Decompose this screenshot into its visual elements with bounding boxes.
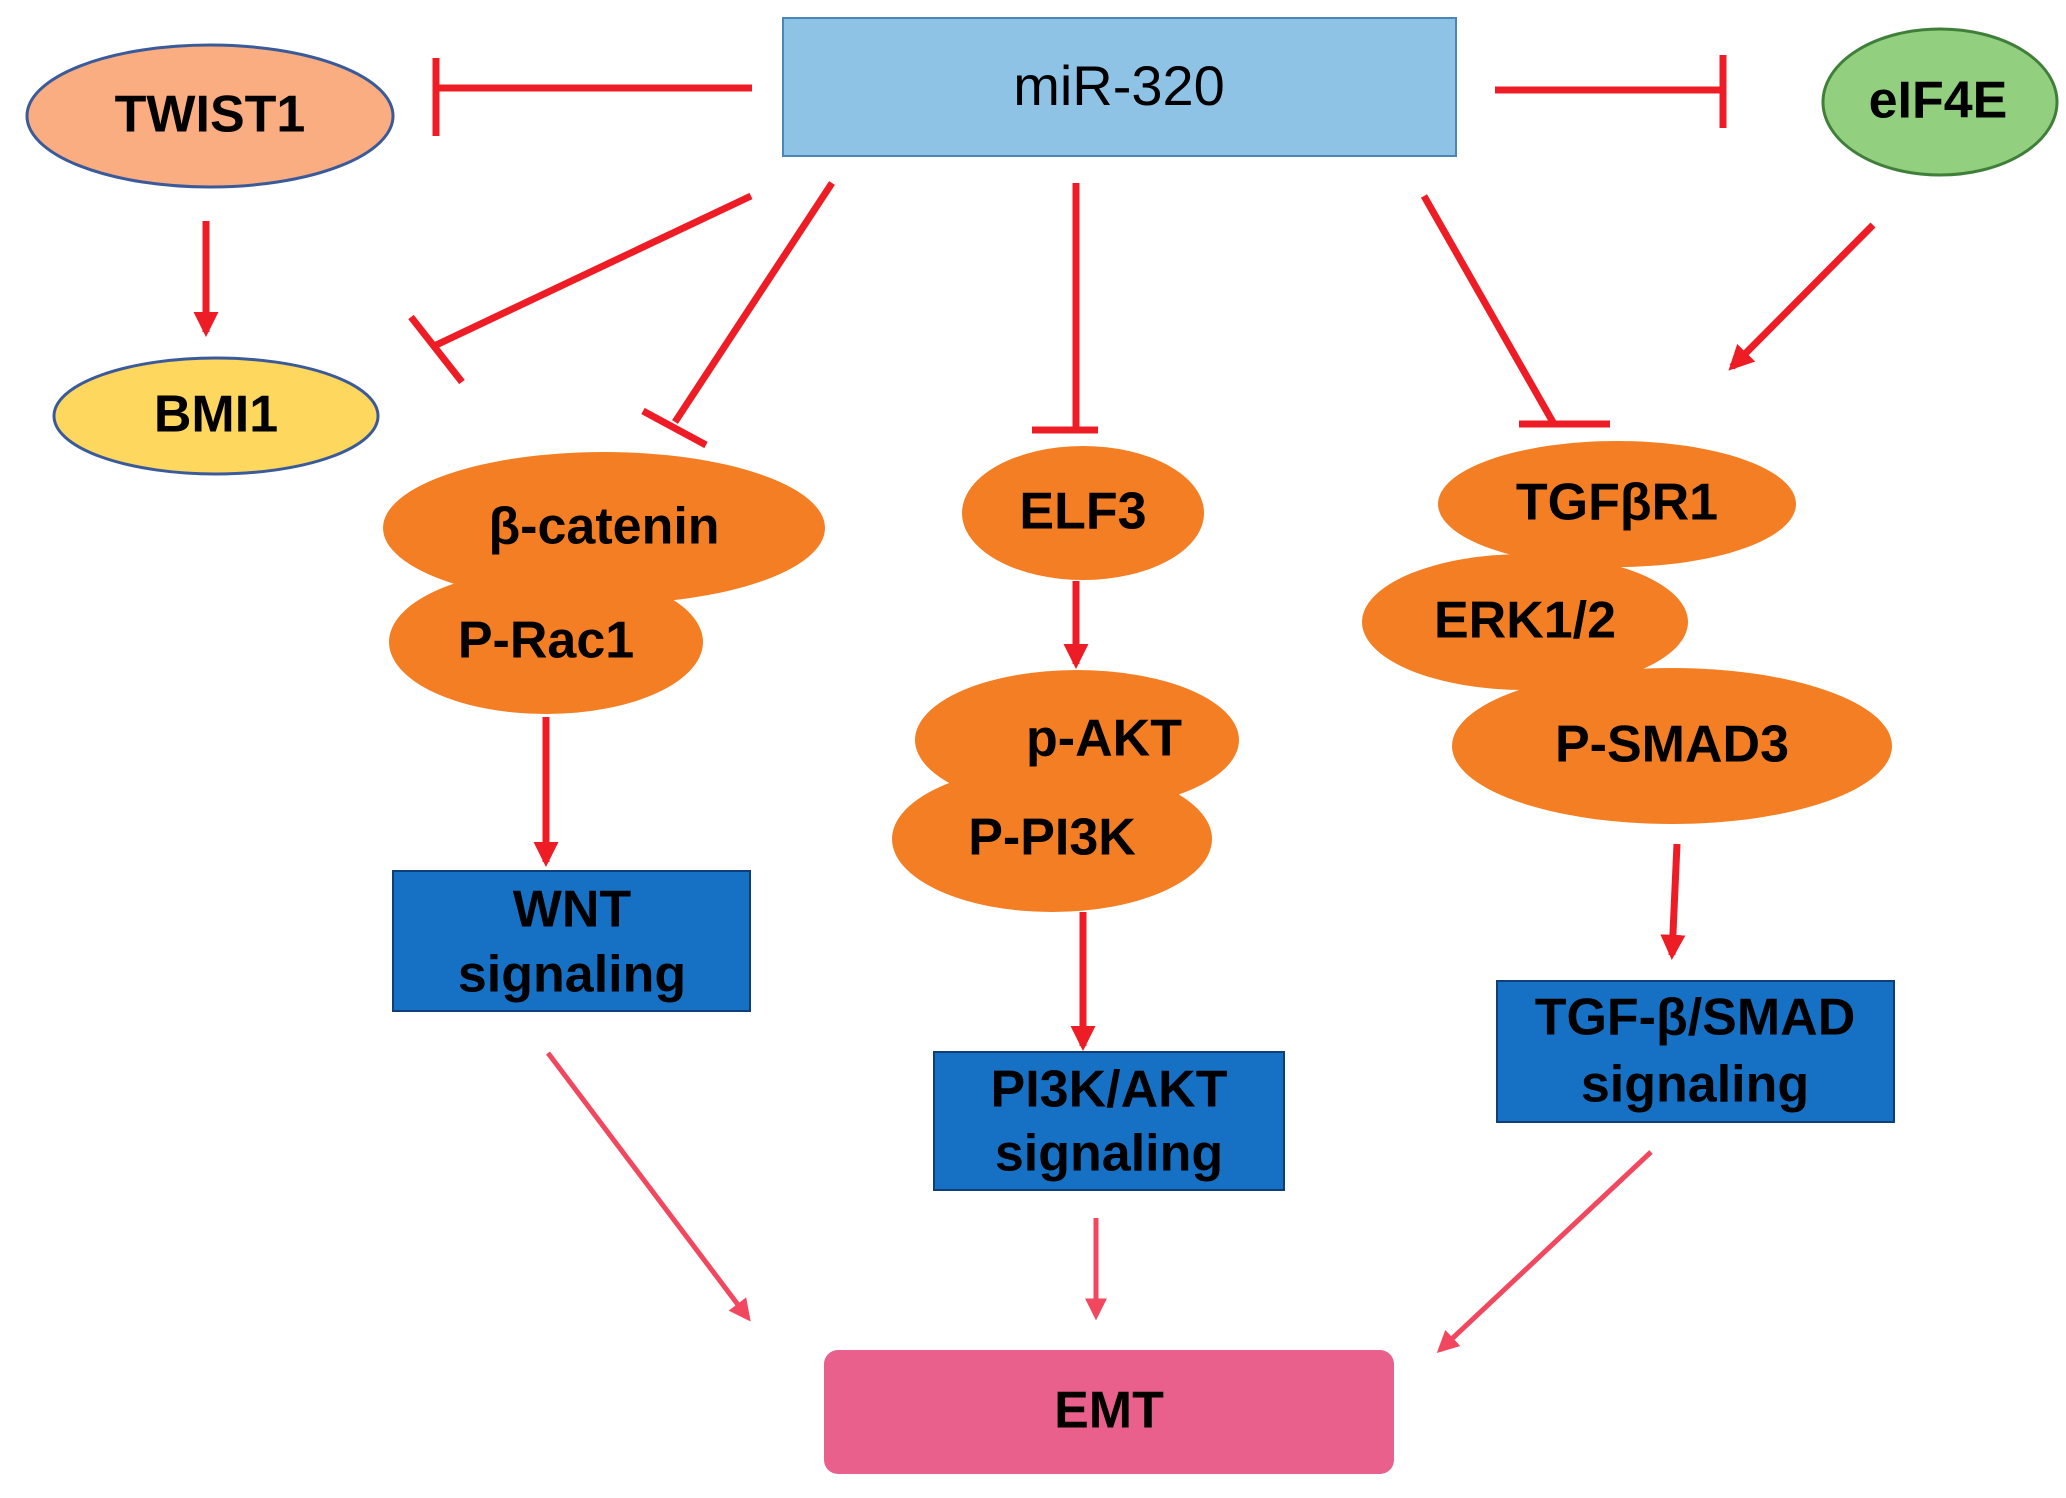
elf3-node: ELF3 (962, 446, 1204, 580)
beta-catenin-label: β-catenin (488, 498, 719, 556)
mir320-label: miR-320 (1013, 54, 1225, 117)
bmi1-label: BMI1 (154, 386, 278, 444)
beta-catenin-node: β-catenin (383, 452, 825, 604)
bmi1-ellipse (52, 356, 380, 476)
p-pi3k-label: P-PI3K (968, 809, 1136, 867)
edge-mir320-bmi1 (408, 192, 753, 385)
wnt-signaling-node: WNT signaling (392, 870, 751, 1012)
p-smad3-node: P-SMAD3 (1452, 668, 1892, 824)
emt-node: EMT (824, 1350, 1394, 1474)
edge-tgf-smad-emt (1436, 1150, 1653, 1354)
bmi1-node: BMI1 (52, 356, 380, 476)
tgfbr1-label: TGFβR1 (1516, 474, 1718, 532)
emt-box (824, 1350, 1394, 1474)
p-smad3-label: P-SMAD3 (1555, 716, 1789, 774)
mir320-box (782, 17, 1457, 157)
p-pi3k-ellipse (892, 766, 1212, 912)
twist1-node: TWIST1 (25, 43, 395, 189)
twist1-label: TWIST1 (115, 86, 306, 144)
p-rac1-label: P-Rac1 (458, 612, 634, 670)
twist1-ellipse (25, 43, 395, 189)
tgfbr1-node: TGFβR1 (1438, 441, 1796, 567)
pi3k-akt-signaling-label-line1: PI3K/AKT (991, 1061, 1228, 1119)
edge-mir320-elf3 (1032, 183, 1098, 434)
erk12-ellipse (1362, 554, 1688, 690)
wnt-signaling-box (392, 870, 751, 1012)
edge-mir320-eif4e (1495, 55, 1727, 128)
pi3k-akt-signaling-box (933, 1051, 1285, 1191)
wnt-signaling-label-line1: WNT (513, 881, 632, 939)
mir320-node: miR-320 (782, 17, 1457, 157)
beta-catenin-ellipse (383, 452, 825, 604)
elf3-ellipse (962, 446, 1204, 580)
edge-mir320-beta-catenin (641, 181, 835, 449)
edge-p-smad3-tgf-smad (1660, 843, 1686, 961)
p-rac1-ellipse (389, 570, 703, 714)
pi3k-akt-signaling-node: PI3K/AKT signaling (933, 1051, 1285, 1191)
tgf-smad-signaling-label-line2: signaling (1581, 1056, 1809, 1114)
p-akt-label: p-AKT (1026, 710, 1182, 768)
elf3-label: ELF3 (1019, 483, 1146, 541)
pi3k-akt-signaling-label-line2: signaling (995, 1125, 1223, 1183)
eif4e-label: eIF4E (1869, 72, 2008, 130)
tgf-smad-signaling-box (1496, 980, 1895, 1123)
tgf-smad-signaling-node: TGF-β/SMAD signaling (1496, 980, 1895, 1123)
edge-mir320-twist1 (432, 58, 752, 136)
emt-label: EMT (1054, 1382, 1164, 1440)
p-rac1-node: P-Rac1 (389, 570, 703, 714)
wnt-signaling-label-line2: signaling (458, 946, 686, 1004)
eif4e-node: eIF4E (1821, 27, 2059, 177)
eif4e-ellipse (1821, 27, 2059, 177)
erk12-node: ERK1/2 (1362, 554, 1688, 690)
tgfbr1-ellipse (1438, 441, 1796, 567)
p-pi3k-node: P-PI3K (892, 766, 1212, 912)
edge-eif4e-tgfbr1 (1728, 222, 1876, 371)
edge-mir320-tgfbr1 (1420, 194, 1610, 428)
edge-wnt-emt (546, 1051, 751, 1322)
tgf-smad-signaling-label-line1: TGF-β/SMAD (1535, 989, 1856, 1047)
p-smad3-ellipse (1452, 668, 1892, 824)
erk12-label: ERK1/2 (1434, 592, 1616, 650)
